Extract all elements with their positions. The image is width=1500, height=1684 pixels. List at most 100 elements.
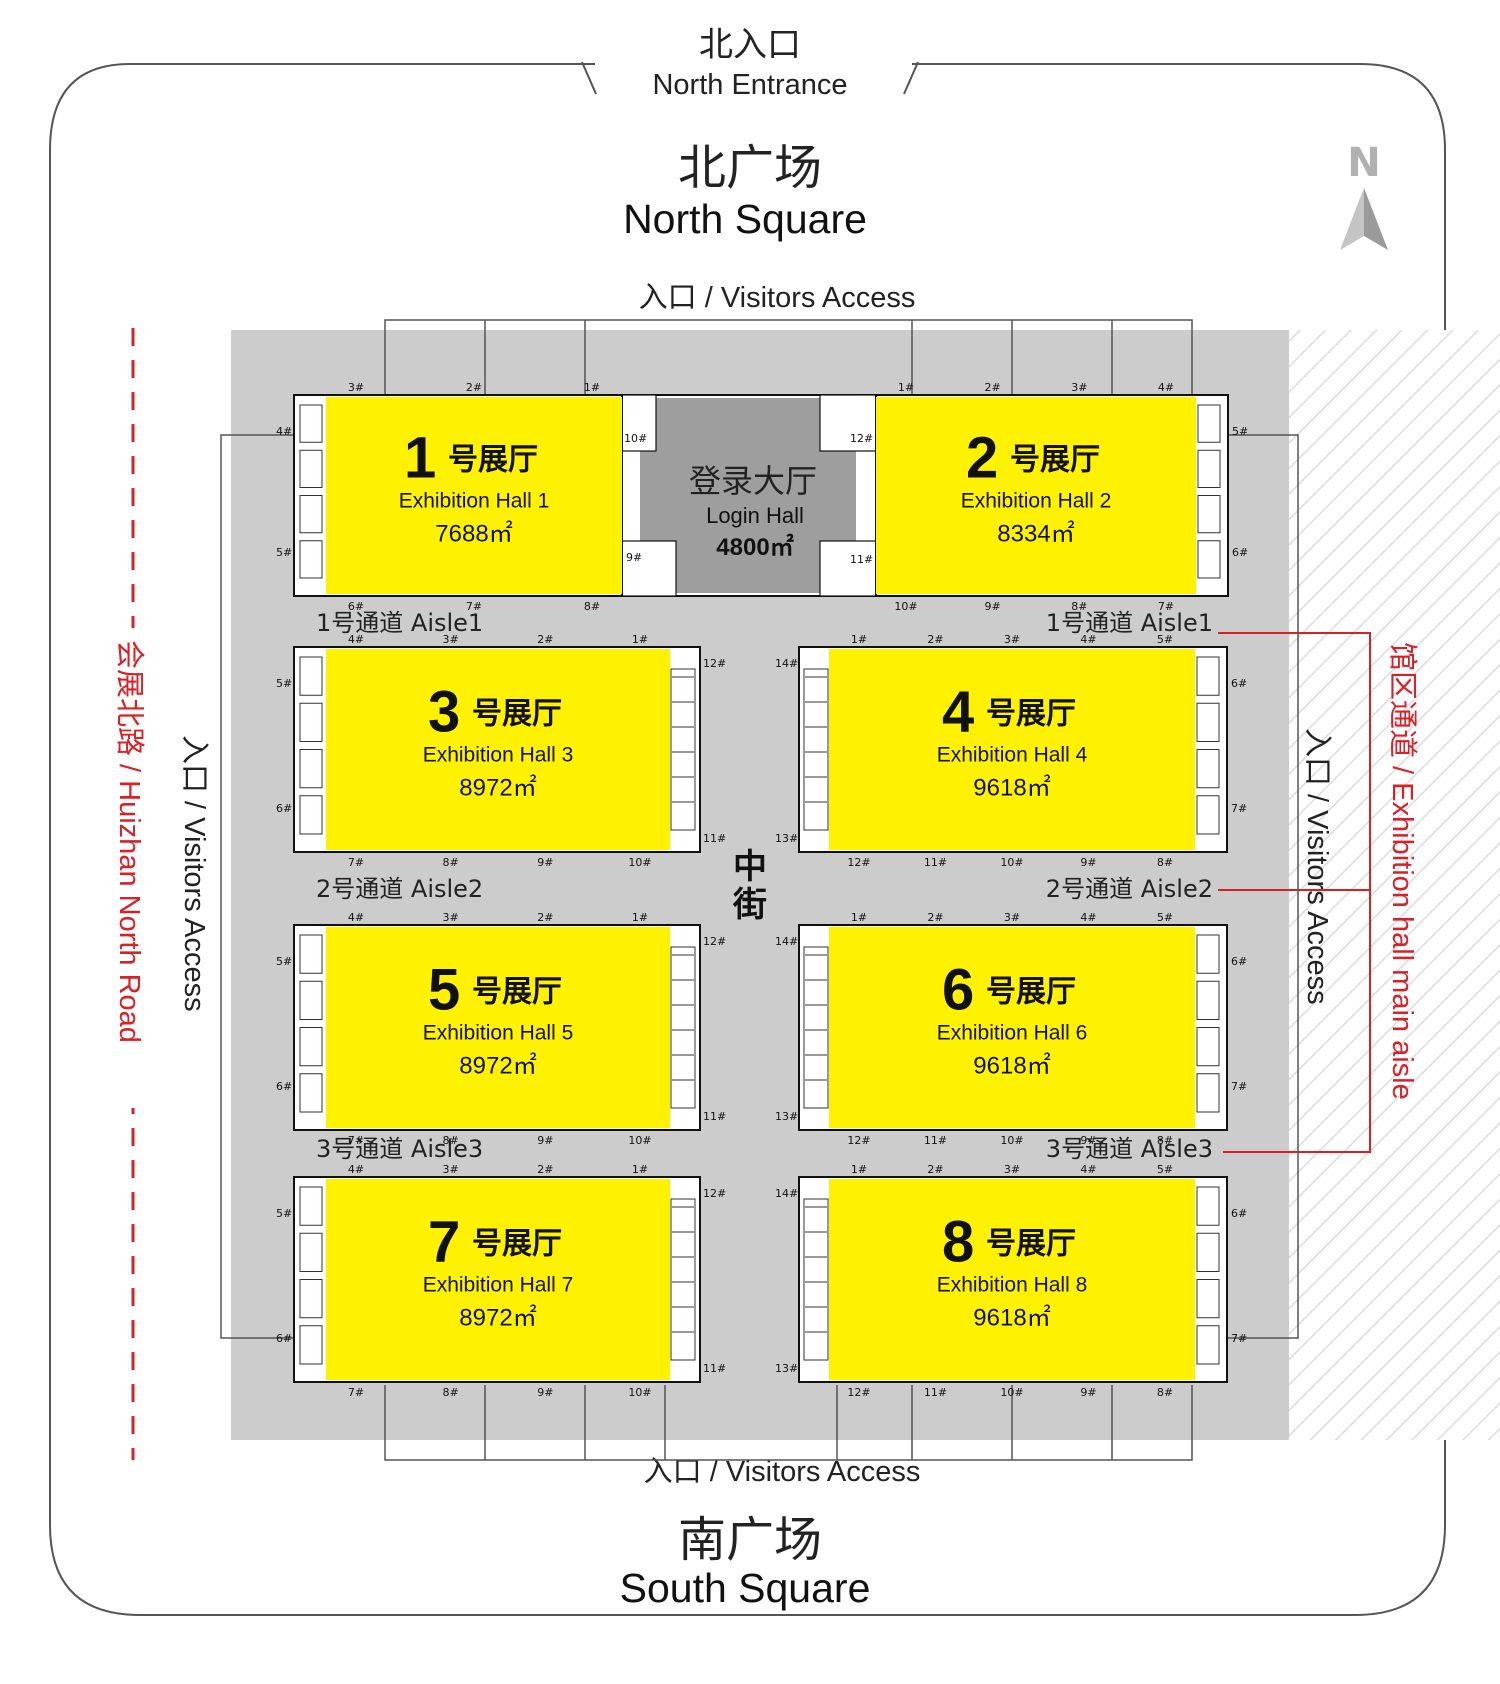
hall-name-cn: 号展厅 — [986, 1227, 1076, 1262]
gate-label: 3# — [1004, 1163, 1020, 1176]
service-room — [299, 1279, 323, 1319]
gate-label: 14# — [775, 657, 798, 670]
gate-label: 2# — [927, 911, 943, 924]
gate-label: 5# — [1157, 1163, 1173, 1176]
login-hall[interactable]: 10# 12# 9# 11# 登录大厅 Login Hall 4800㎡ — [619, 394, 877, 597]
north-square-en: North Square — [623, 196, 867, 242]
gate-label: 1# — [851, 911, 867, 924]
aisle2-left-label: 2号通道 Aisle2 — [316, 875, 483, 903]
service-room — [1197, 495, 1221, 534]
hall-name-en: Exhibition Hall 8 — [937, 1274, 1088, 1297]
gate-label: 10# — [1000, 1386, 1023, 1399]
gate-label: 9# — [985, 600, 1001, 613]
hall-floor — [326, 1179, 670, 1380]
gate-label: 3# — [443, 633, 459, 646]
gate-label: 10# — [628, 1134, 651, 1147]
login-gate-10: 10# — [624, 432, 647, 445]
gate-label: 6# — [1231, 1207, 1247, 1220]
gate-label: 5# — [1232, 425, 1248, 438]
main-aisle-label: 馆区通道 / Exhibition hall main aisle — [1386, 642, 1419, 1100]
gate-label: 4# — [1158, 381, 1174, 394]
service-room — [1196, 1027, 1220, 1067]
gate-label: 2# — [537, 1163, 553, 1176]
login-gate-12: 12# — [850, 432, 873, 445]
login-hall-area: 4800㎡ — [716, 533, 793, 561]
aisle3-right-label: 3号通道 Aisle3 — [1046, 1135, 1213, 1163]
gate-label: 11# — [924, 1134, 947, 1147]
gate-label: 12# — [847, 1386, 870, 1399]
service-room — [1196, 1232, 1220, 1272]
gate-label: 11# — [924, 1386, 947, 1399]
service-room — [299, 656, 323, 696]
hall-name-en: Exhibition Hall 6 — [937, 1022, 1088, 1045]
inner-core — [803, 946, 829, 1109]
login-hall-en: Login Hall — [706, 503, 804, 528]
service-room — [299, 749, 323, 789]
hall-number: 8 — [942, 1210, 974, 1275]
gate-label: 13# — [775, 1110, 798, 1123]
gate-label: 5# — [276, 955, 292, 968]
gate-label: 1# — [632, 633, 648, 646]
service-room — [1196, 1279, 1220, 1319]
inner-core — [803, 668, 829, 831]
hall-name-en: Exhibition Hall 4 — [937, 744, 1088, 767]
service-room — [299, 1027, 323, 1067]
gate-label: 9# — [1080, 1134, 1096, 1147]
service-room — [1196, 1186, 1220, 1226]
service-room — [1196, 1325, 1220, 1365]
gate-label: 1# — [632, 1163, 648, 1176]
aisle1-right-label: 1号通道 Aisle1 — [1046, 609, 1213, 637]
south-square-en: South Square — [620, 1565, 871, 1611]
left-access-label: 入口 / Visitors Access — [178, 735, 210, 1012]
gate-label: 5# — [276, 546, 292, 559]
service-room — [299, 404, 323, 443]
access-connectors — [220, 319, 1299, 1461]
gate-label: 11# — [703, 1362, 726, 1375]
gate-label: 8# — [443, 856, 459, 869]
gate-label: 1# — [898, 381, 914, 394]
hall-number: 4 — [942, 680, 974, 745]
service-room — [1196, 749, 1220, 789]
gate-label: 2# — [537, 633, 553, 646]
aisle2-right-label: 2号通道 Aisle2 — [1046, 875, 1213, 903]
compass-letter: N — [1347, 140, 1380, 186]
hall-floor — [326, 397, 622, 594]
hall-name-cn: 号展厅 — [986, 697, 1076, 732]
gate-label: 12# — [847, 856, 870, 869]
gate-label: 12# — [703, 657, 726, 670]
hall-name-cn: 号展厅 — [472, 1227, 562, 1262]
gate-label: 7# — [1231, 802, 1247, 815]
gate-label: 7# — [348, 856, 364, 869]
gate-label: 7# — [348, 1386, 364, 1399]
gate-label: 10# — [1000, 1134, 1023, 1147]
gate-label: 4# — [348, 911, 364, 924]
gate-label: 8# — [443, 1386, 459, 1399]
service-room — [1196, 702, 1220, 742]
hall-floor — [326, 927, 670, 1128]
service-room — [1196, 1073, 1220, 1113]
service-room — [1196, 795, 1220, 835]
hall-name-en: Exhibition Hall 7 — [423, 1274, 574, 1297]
service-room — [299, 980, 323, 1020]
gate-label: 11# — [924, 856, 947, 869]
gate-label: 11# — [703, 832, 726, 845]
north-square-cn: 北广场 — [678, 140, 822, 196]
hall-area: 9618㎡ — [973, 1053, 1050, 1080]
service-room — [299, 1325, 323, 1365]
gate-label: 5# — [276, 1207, 292, 1220]
gate-label: 9# — [537, 1134, 553, 1147]
north-arrow-icon: N — [1340, 140, 1388, 250]
hall-floor — [829, 927, 1195, 1128]
hall-area: 7688㎡ — [435, 521, 512, 548]
aisle3-left-label: 3号通道 Aisle3 — [316, 1135, 483, 1163]
gate-label: 9# — [537, 1386, 553, 1399]
